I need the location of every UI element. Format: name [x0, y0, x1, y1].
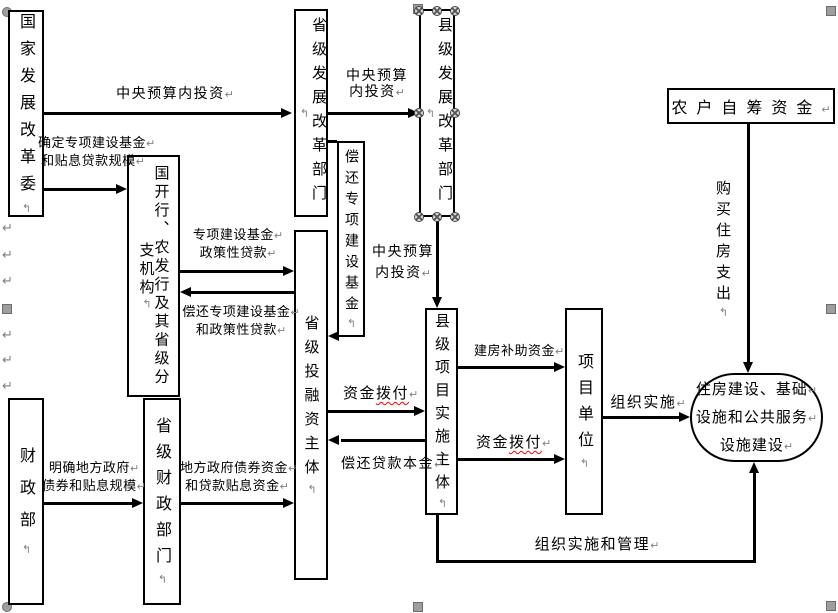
paragraph-mark-icon: ↵	[2, 353, 13, 368]
selection-handle-icon[interactable]	[450, 108, 460, 118]
connector-farmer-to-construction	[747, 123, 750, 362]
arrowhead-right-icon	[554, 454, 565, 464]
connector-provincial-to-county-drc	[327, 112, 408, 115]
box-label: 县级发展改革部门↰	[424, 17, 454, 209]
arrowhead-right-icon	[554, 362, 565, 372]
box-construction-outcome[interactable]: 住房建设、基础↵ 设施和公共服务↵ 设施建设↵	[690, 373, 823, 462]
box-project-unit[interactable]: 项目单位↰	[565, 308, 603, 515]
selection-handle-icon[interactable]	[432, 6, 442, 16]
label-repay-loan-principal[interactable]: 偿还贷款本金↵	[341, 456, 444, 472]
box-label: 农户自筹资金↵	[671, 98, 831, 117]
label-housing-subsidy[interactable]: 建房补助资金↵	[474, 344, 565, 359]
box-policy-banks[interactable]: 国开行、农发行及其省级分支机构↰	[127, 155, 180, 397]
box-provincial-investment[interactable]: 省级投融资主体↰	[294, 230, 328, 580]
selection-handle-icon[interactable]	[414, 212, 424, 222]
box-label: 县级项目实施主体↰	[433, 313, 451, 510]
box-label: 项目单位↰	[575, 353, 594, 470]
canvas-resize-handle-bottom-left[interactable]	[2, 602, 12, 612]
label-repay-special-fund-loan[interactable]: 偿还专项建设基金↵ 和政策性贷款↵	[182, 305, 300, 338]
connector-implementer-to-unit-top	[458, 366, 554, 369]
arrowhead-right-icon	[283, 498, 294, 508]
connector-provfinance-to-investment	[181, 502, 283, 505]
paragraph-mark-icon: ↵	[2, 248, 13, 263]
connector-finance-to-provincial-finance	[44, 502, 132, 505]
arrowhead-right-icon	[414, 406, 425, 416]
arrowhead-left-icon	[180, 287, 191, 297]
connector-countydrc-to-implementer	[436, 217, 439, 302]
box-label: 省级财政部门↰	[153, 417, 172, 586]
canvas-resize-handle-middle-right[interactable]	[826, 304, 836, 314]
connector-investment-to-implementer	[328, 410, 414, 413]
arrowhead-right-icon	[281, 108, 292, 118]
box-label: 省级投融资主体↰	[302, 314, 321, 496]
arrowhead-right-icon	[679, 412, 690, 422]
arrowhead-down-icon	[432, 297, 442, 308]
box-ministry-finance[interactable]: 财政部↰	[8, 398, 44, 605]
arrowhead-right-icon	[408, 108, 419, 118]
label-central-budget-investment-2[interactable]: 中央预算 内投资↵	[346, 68, 408, 100]
label-local-bond-funds[interactable]: 地方政府债券资金↵ 和贷款贴息资金↵	[180, 461, 298, 494]
connector-drc-to-repay-box	[327, 140, 337, 143]
canvas-resize-handle-bottom-right[interactable]	[826, 601, 836, 611]
connector-investment-to-banks	[191, 291, 328, 294]
label-central-budget-investment-3[interactable]: 中央预算 内投资↵	[372, 244, 434, 281]
paragraph-mark-icon: ↵	[2, 221, 13, 236]
label-organize-implementation[interactable]: 组织实施↵	[610, 393, 686, 411]
arrowhead-left-icon	[328, 435, 339, 445]
label-purchase-housing[interactable]: 购买住房支出↰	[714, 180, 732, 319]
label-funds-disbursement-2[interactable]: 资金拨付↵	[476, 433, 552, 451]
box-farmer-funds[interactable]: 农户自筹资金↵	[667, 88, 835, 124]
arrowhead-right-icon	[132, 498, 143, 508]
arrowhead-right-icon	[116, 184, 127, 194]
box-repay-special-fund[interactable]: 偿还专项建设基金↰	[337, 141, 365, 337]
box-label: 财政部↰	[17, 447, 36, 556]
arrowhead-down-icon	[743, 362, 753, 373]
connector-implementer-to-unit-lower	[458, 458, 554, 461]
paragraph-mark-icon: ↵	[2, 328, 13, 343]
box-county-implementer[interactable]: 县级项目实施主体↰	[425, 308, 458, 515]
box-label: 国开行、农发行及其省级分支机构↰	[137, 165, 171, 387]
label-determine-fund-scale[interactable]: 确定专项建设基金↵ 和贴息贷款规模↵	[38, 136, 156, 169]
label-funds-disbursement-1[interactable]: 资金拨付↵	[343, 384, 419, 402]
connector-bottom-horizontal	[436, 560, 756, 563]
selection-handle-icon[interactable]	[414, 6, 424, 16]
connector-implementer-down	[436, 515, 439, 562]
label-special-fund-policy-loan[interactable]: 专项建设基金↵ 政策性贷款↵	[192, 228, 284, 261]
canvas-resize-handle-bottom-middle[interactable]	[413, 602, 423, 612]
arrowhead-right-icon	[283, 266, 294, 276]
canvas-resize-handle-middle-left[interactable]	[2, 304, 12, 314]
box-label: 偿还专项建设基金↰	[343, 148, 359, 330]
box-label: 住房建设、基础↵ 设施和公共服务↵ 设施建设↵	[695, 379, 818, 454]
selection-handle-icon[interactable]	[450, 6, 460, 16]
connector-up-to-construction	[753, 472, 756, 563]
canvas-resize-handle-top-right[interactable]	[826, 6, 836, 16]
box-national-drc[interactable]: 国家发展改革委↰	[8, 10, 44, 217]
box-provincial-drc[interactable]: 省级发展改革部门↰	[294, 9, 328, 217]
connector-national-to-provincial-drc	[44, 112, 281, 115]
selection-handle-icon[interactable]	[414, 108, 424, 118]
arrowhead-up-icon	[749, 462, 759, 473]
label-central-budget-investment-1[interactable]: 中央预算内投资↵	[116, 86, 234, 102]
selection-handle-icon[interactable]	[432, 212, 442, 222]
connector-banks-to-investment	[180, 270, 283, 273]
box-provincial-finance[interactable]: 省级财政部门↰	[143, 398, 181, 605]
label-organize-implementation-mgmt[interactable]: 组织实施和管理↵	[534, 535, 660, 553]
arrowhead-left-icon	[328, 331, 339, 341]
paragraph-mark-icon: ↵	[2, 274, 13, 289]
paragraph-mark-icon: ↵	[2, 379, 13, 394]
connector-national-to-banks	[44, 188, 117, 191]
selection-handle-icon[interactable]	[450, 212, 460, 222]
connector-implementer-to-investment	[341, 439, 425, 442]
connector-unit-to-construction	[603, 416, 679, 419]
box-label: 省级发展改革部门↰	[298, 17, 328, 209]
label-clarify-local-bond[interactable]: 明确地方政府↵ 债券和贴息规模↵	[42, 461, 146, 494]
box-label: 国家发展改革委↰	[17, 12, 36, 215]
